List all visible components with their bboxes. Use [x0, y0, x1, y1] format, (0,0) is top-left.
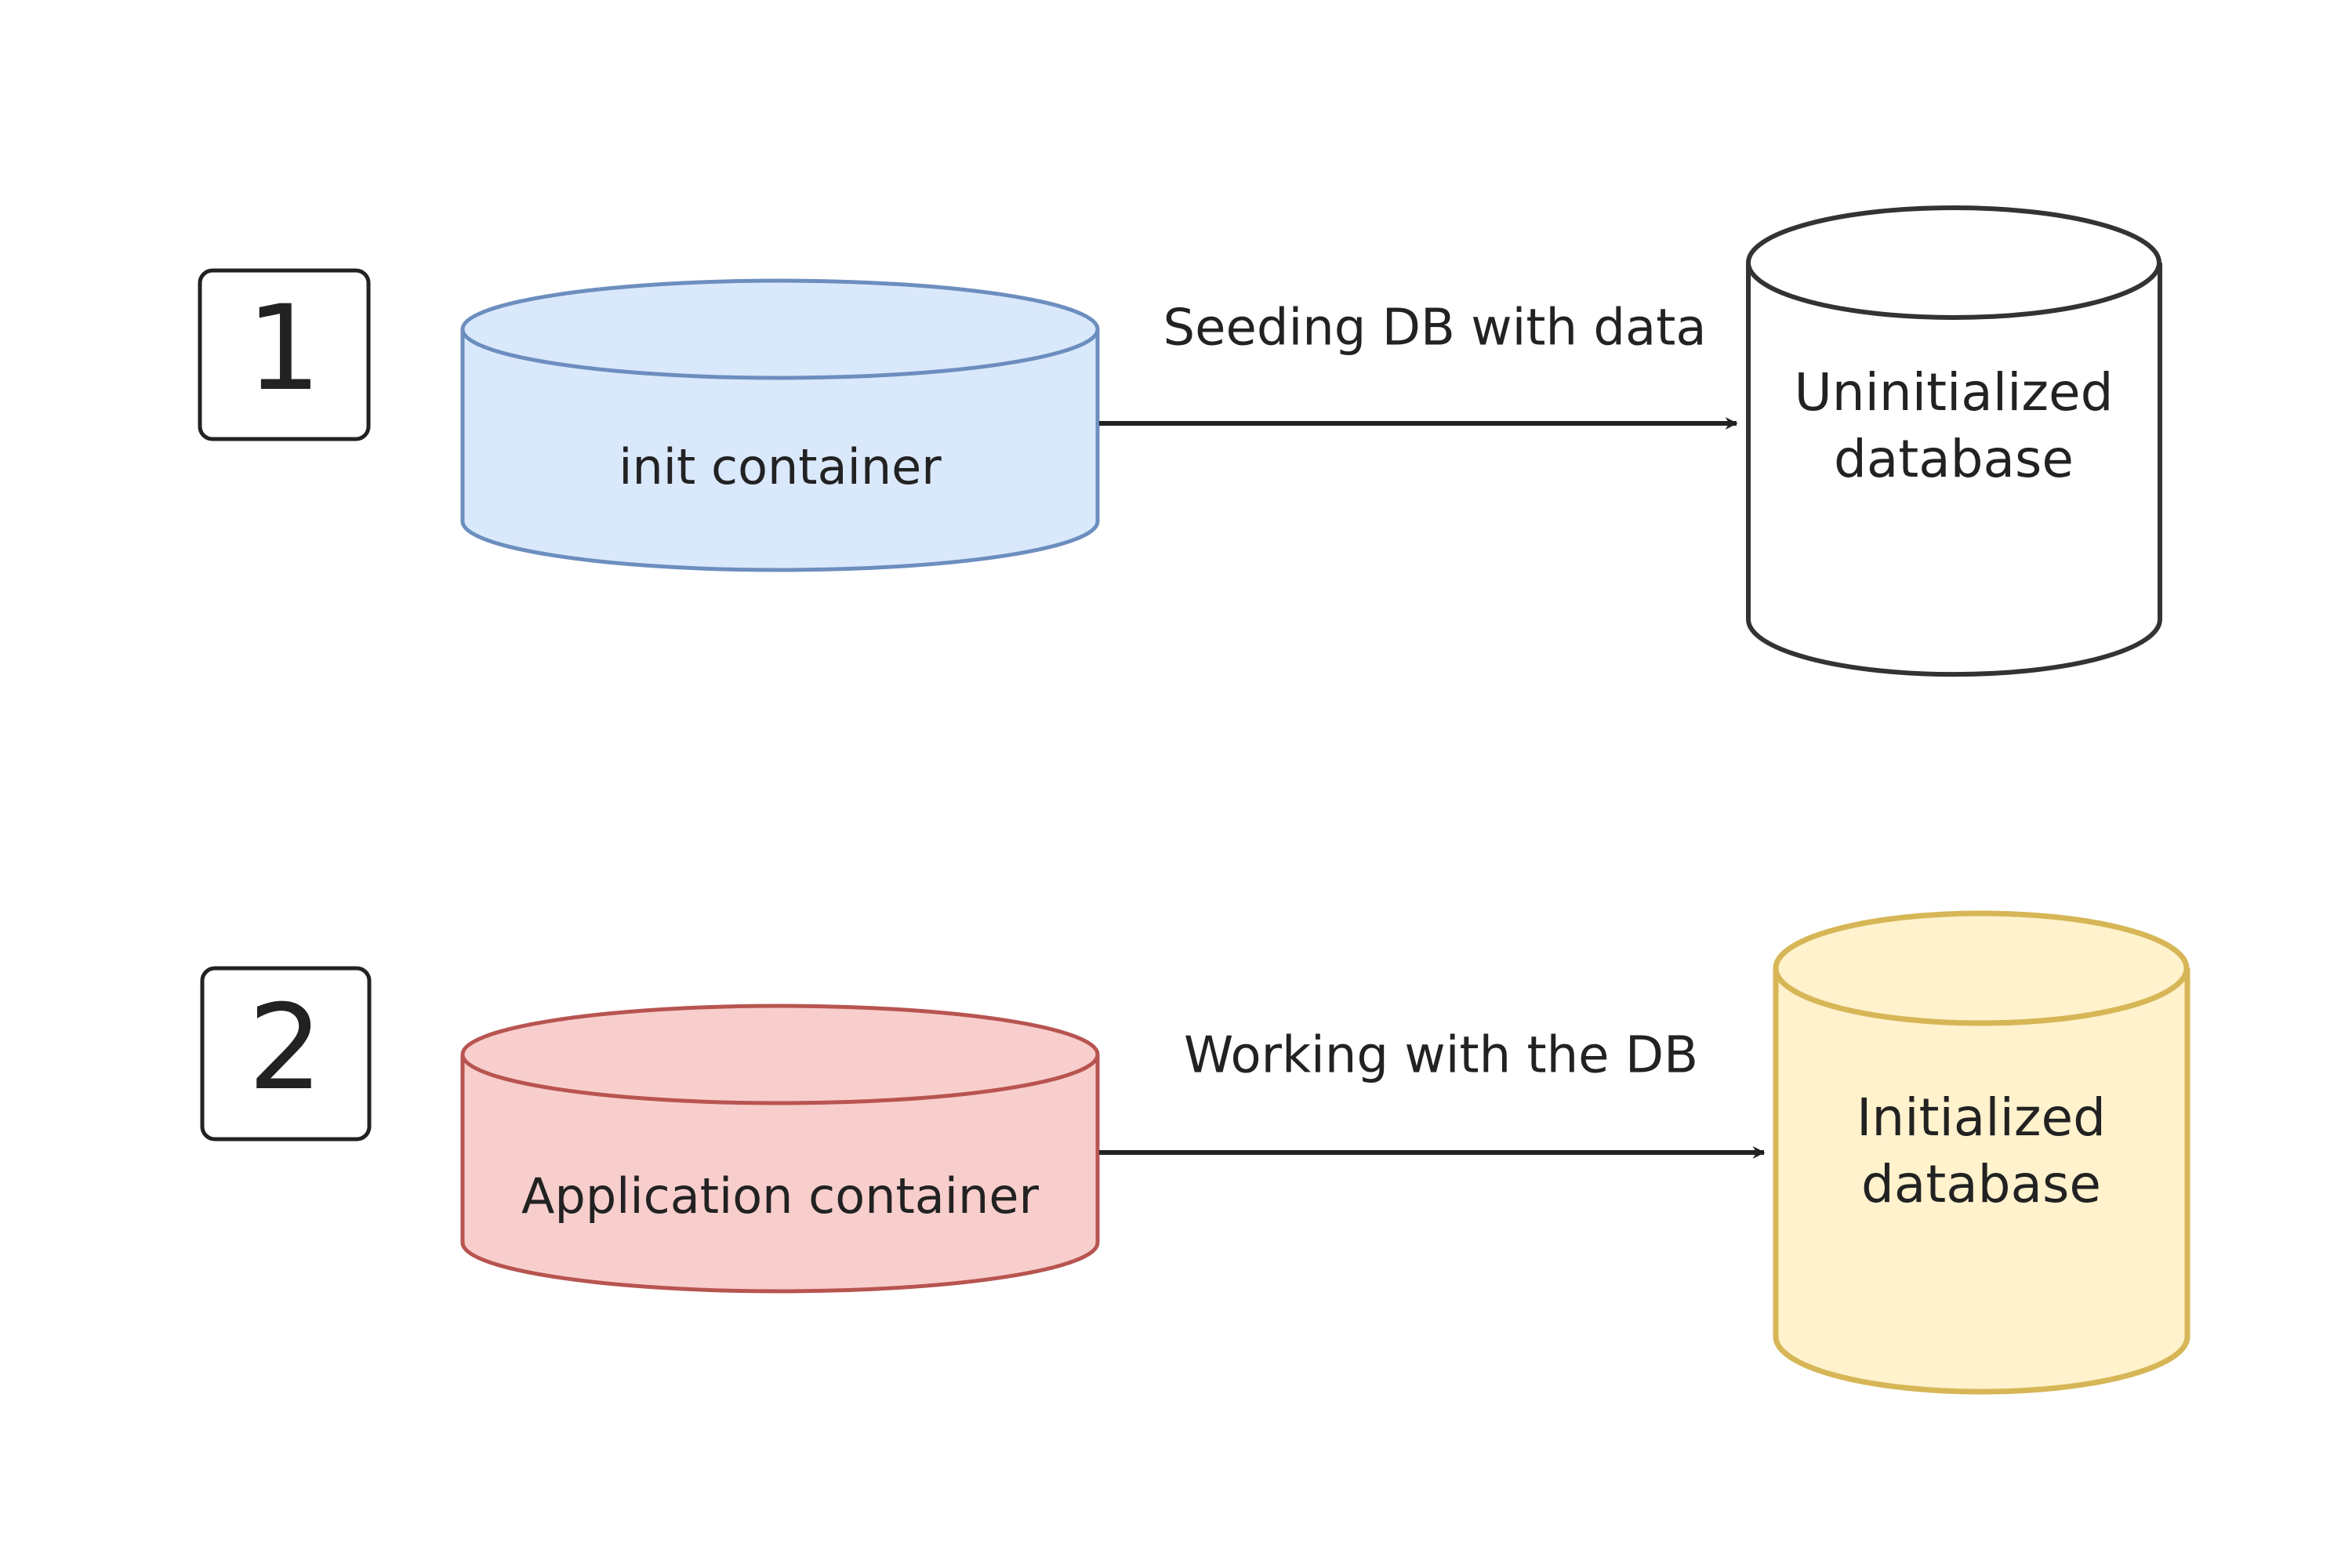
step-1: 1 init container Seeding DB with data Un… — [198, 205, 2162, 677]
step-number-1: 1 — [246, 281, 321, 417]
step-badge-2[interactable]: 2 — [200, 966, 372, 1142]
application-container-shape[interactable]: Application container — [460, 1004, 1100, 1294]
initialized-database-line1: Initialized — [1857, 1087, 2106, 1148]
seeding-edge-label: Seeding DB with data — [1163, 299, 1706, 358]
init-container-shape[interactable]: init container — [460, 278, 1100, 572]
working-edge-label: Working with the DB — [1184, 1027, 1698, 1085]
initialized-database-line2: database — [1861, 1154, 2101, 1214]
step-2: 2 Application container Working with the… — [200, 910, 2190, 1395]
uninitialized-database-line2: database — [1834, 429, 2074, 489]
uninitialized-database-shape[interactable]: Uninitialized database — [1746, 205, 2162, 677]
step-badge-1[interactable]: 1 — [198, 268, 371, 441]
seeding-edge[interactable]: Seeding DB with data — [1099, 299, 1738, 430]
initialized-database-shape[interactable]: Initialized database — [1773, 910, 2190, 1395]
step-number-2: 2 — [248, 980, 322, 1116]
init-container-label: init container — [619, 438, 942, 495]
working-edge[interactable]: Working with the DB — [1099, 1027, 1766, 1159]
application-container-label: Application container — [521, 1167, 1039, 1225]
uninitialized-database-line1: Uninitialized — [1794, 362, 2113, 423]
